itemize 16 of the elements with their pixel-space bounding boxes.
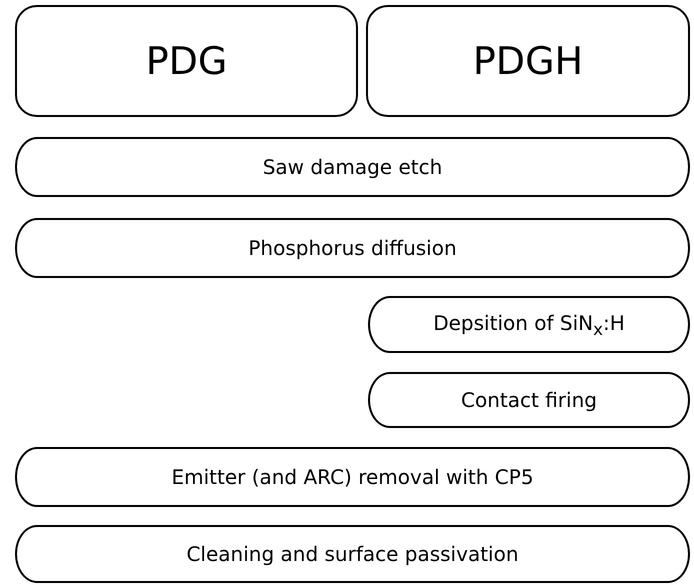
process-box [15,218,690,278]
process-box [15,137,690,197]
process-box [368,296,690,353]
process-box [368,372,690,428]
process-step: Saw damage etch [262,155,442,179]
column-header: PDG [146,39,228,83]
header-box [366,5,690,117]
process-step: Emitter (and ARC) removal with CP5 [171,465,534,489]
process-step: Cleaning and surface passivation [186,542,519,566]
process-box [15,447,690,507]
process-step: Contact firing [461,388,597,412]
process-step: Depsition of SiN$_{x}$:H [433,310,625,338]
header-box [15,5,358,117]
process-box [15,525,690,583]
process-step: Phosphorus diffusion [248,236,457,260]
column-header: PDGH [472,39,584,83]
